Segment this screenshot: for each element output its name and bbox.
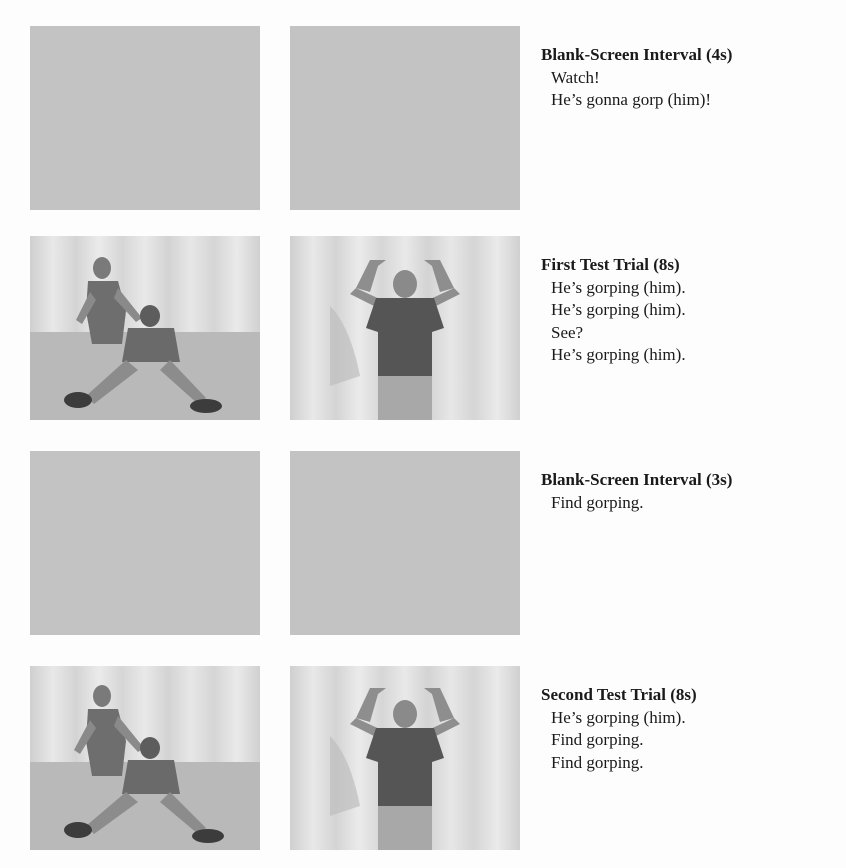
- trial-row-4: Second Test Trial (8s) He’s gorping (him…: [0, 666, 846, 850]
- trial-row-2: First Test Trial (8s) He’s gorping (him)…: [0, 236, 846, 420]
- trial-heading: Second Test Trial (8s): [541, 685, 697, 704]
- blank-screen-right: [290, 451, 520, 635]
- two-person-action-photo: [30, 236, 260, 420]
- trial-heading: Blank-Screen Interval (4s): [541, 45, 733, 64]
- trial-caption: First Test Trial (8s) He’s gorping (him)…: [541, 254, 841, 367]
- blank-screen-right: [290, 26, 520, 210]
- utterance: He’s gorping (him).: [551, 277, 686, 297]
- utterance: He’s gorping (him).: [551, 345, 686, 364]
- utterance: Find gorping.: [551, 492, 644, 512]
- utterance: Find gorping.: [551, 752, 644, 772]
- utterance: He’s gorping (him).: [551, 707, 686, 727]
- one-person-action-photo: [290, 666, 520, 850]
- utterance: Watch!: [551, 67, 600, 87]
- trial-caption: Blank-Screen Interval (3s) Find gorping.: [541, 469, 841, 514]
- utterance: He’s gorping (him).: [551, 300, 686, 319]
- trial-heading: First Test Trial (8s): [541, 255, 680, 274]
- trial-row-1: Blank-Screen Interval (4s) Watch! He’s g…: [0, 26, 846, 210]
- trial-caption: Second Test Trial (8s) He’s gorping (him…: [541, 684, 841, 774]
- utterance: See?: [551, 322, 584, 342]
- blank-screen-left: [30, 451, 260, 635]
- two-person-action-photo: [30, 666, 260, 850]
- blank-screen-left: [30, 26, 260, 210]
- trial-heading: Blank-Screen Interval (3s): [541, 470, 733, 489]
- one-person-action-photo: [290, 236, 520, 420]
- trial-row-3: Blank-Screen Interval (3s) Find gorping.: [0, 451, 846, 635]
- utterance: Find gorping.: [551, 730, 644, 749]
- trial-caption: Blank-Screen Interval (4s) Watch! He’s g…: [541, 44, 841, 112]
- utterance: He’s gonna gorp (him)!: [551, 90, 712, 109]
